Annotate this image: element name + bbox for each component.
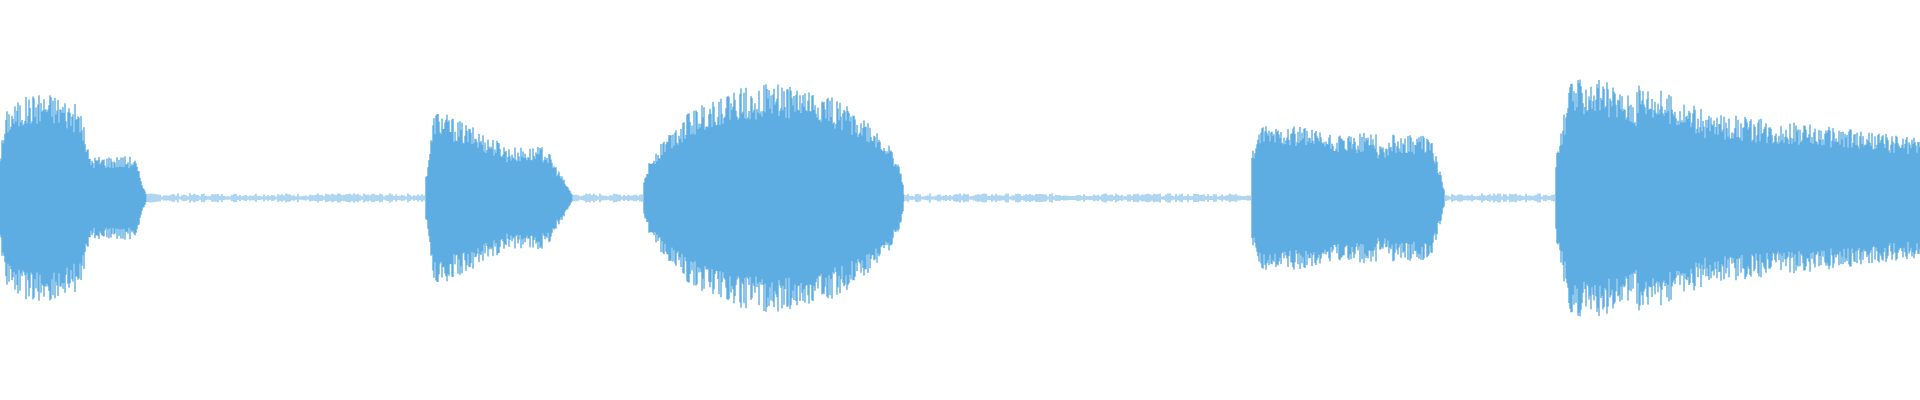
waveform-segments <box>0 79 1920 317</box>
waveform-burst-5 <box>1555 79 1920 317</box>
waveform-burst-2 <box>425 114 573 282</box>
waveform-burst-1 <box>0 95 147 301</box>
waveform-burst-4 <box>1251 126 1445 270</box>
waveform-burst-3 <box>643 84 904 312</box>
